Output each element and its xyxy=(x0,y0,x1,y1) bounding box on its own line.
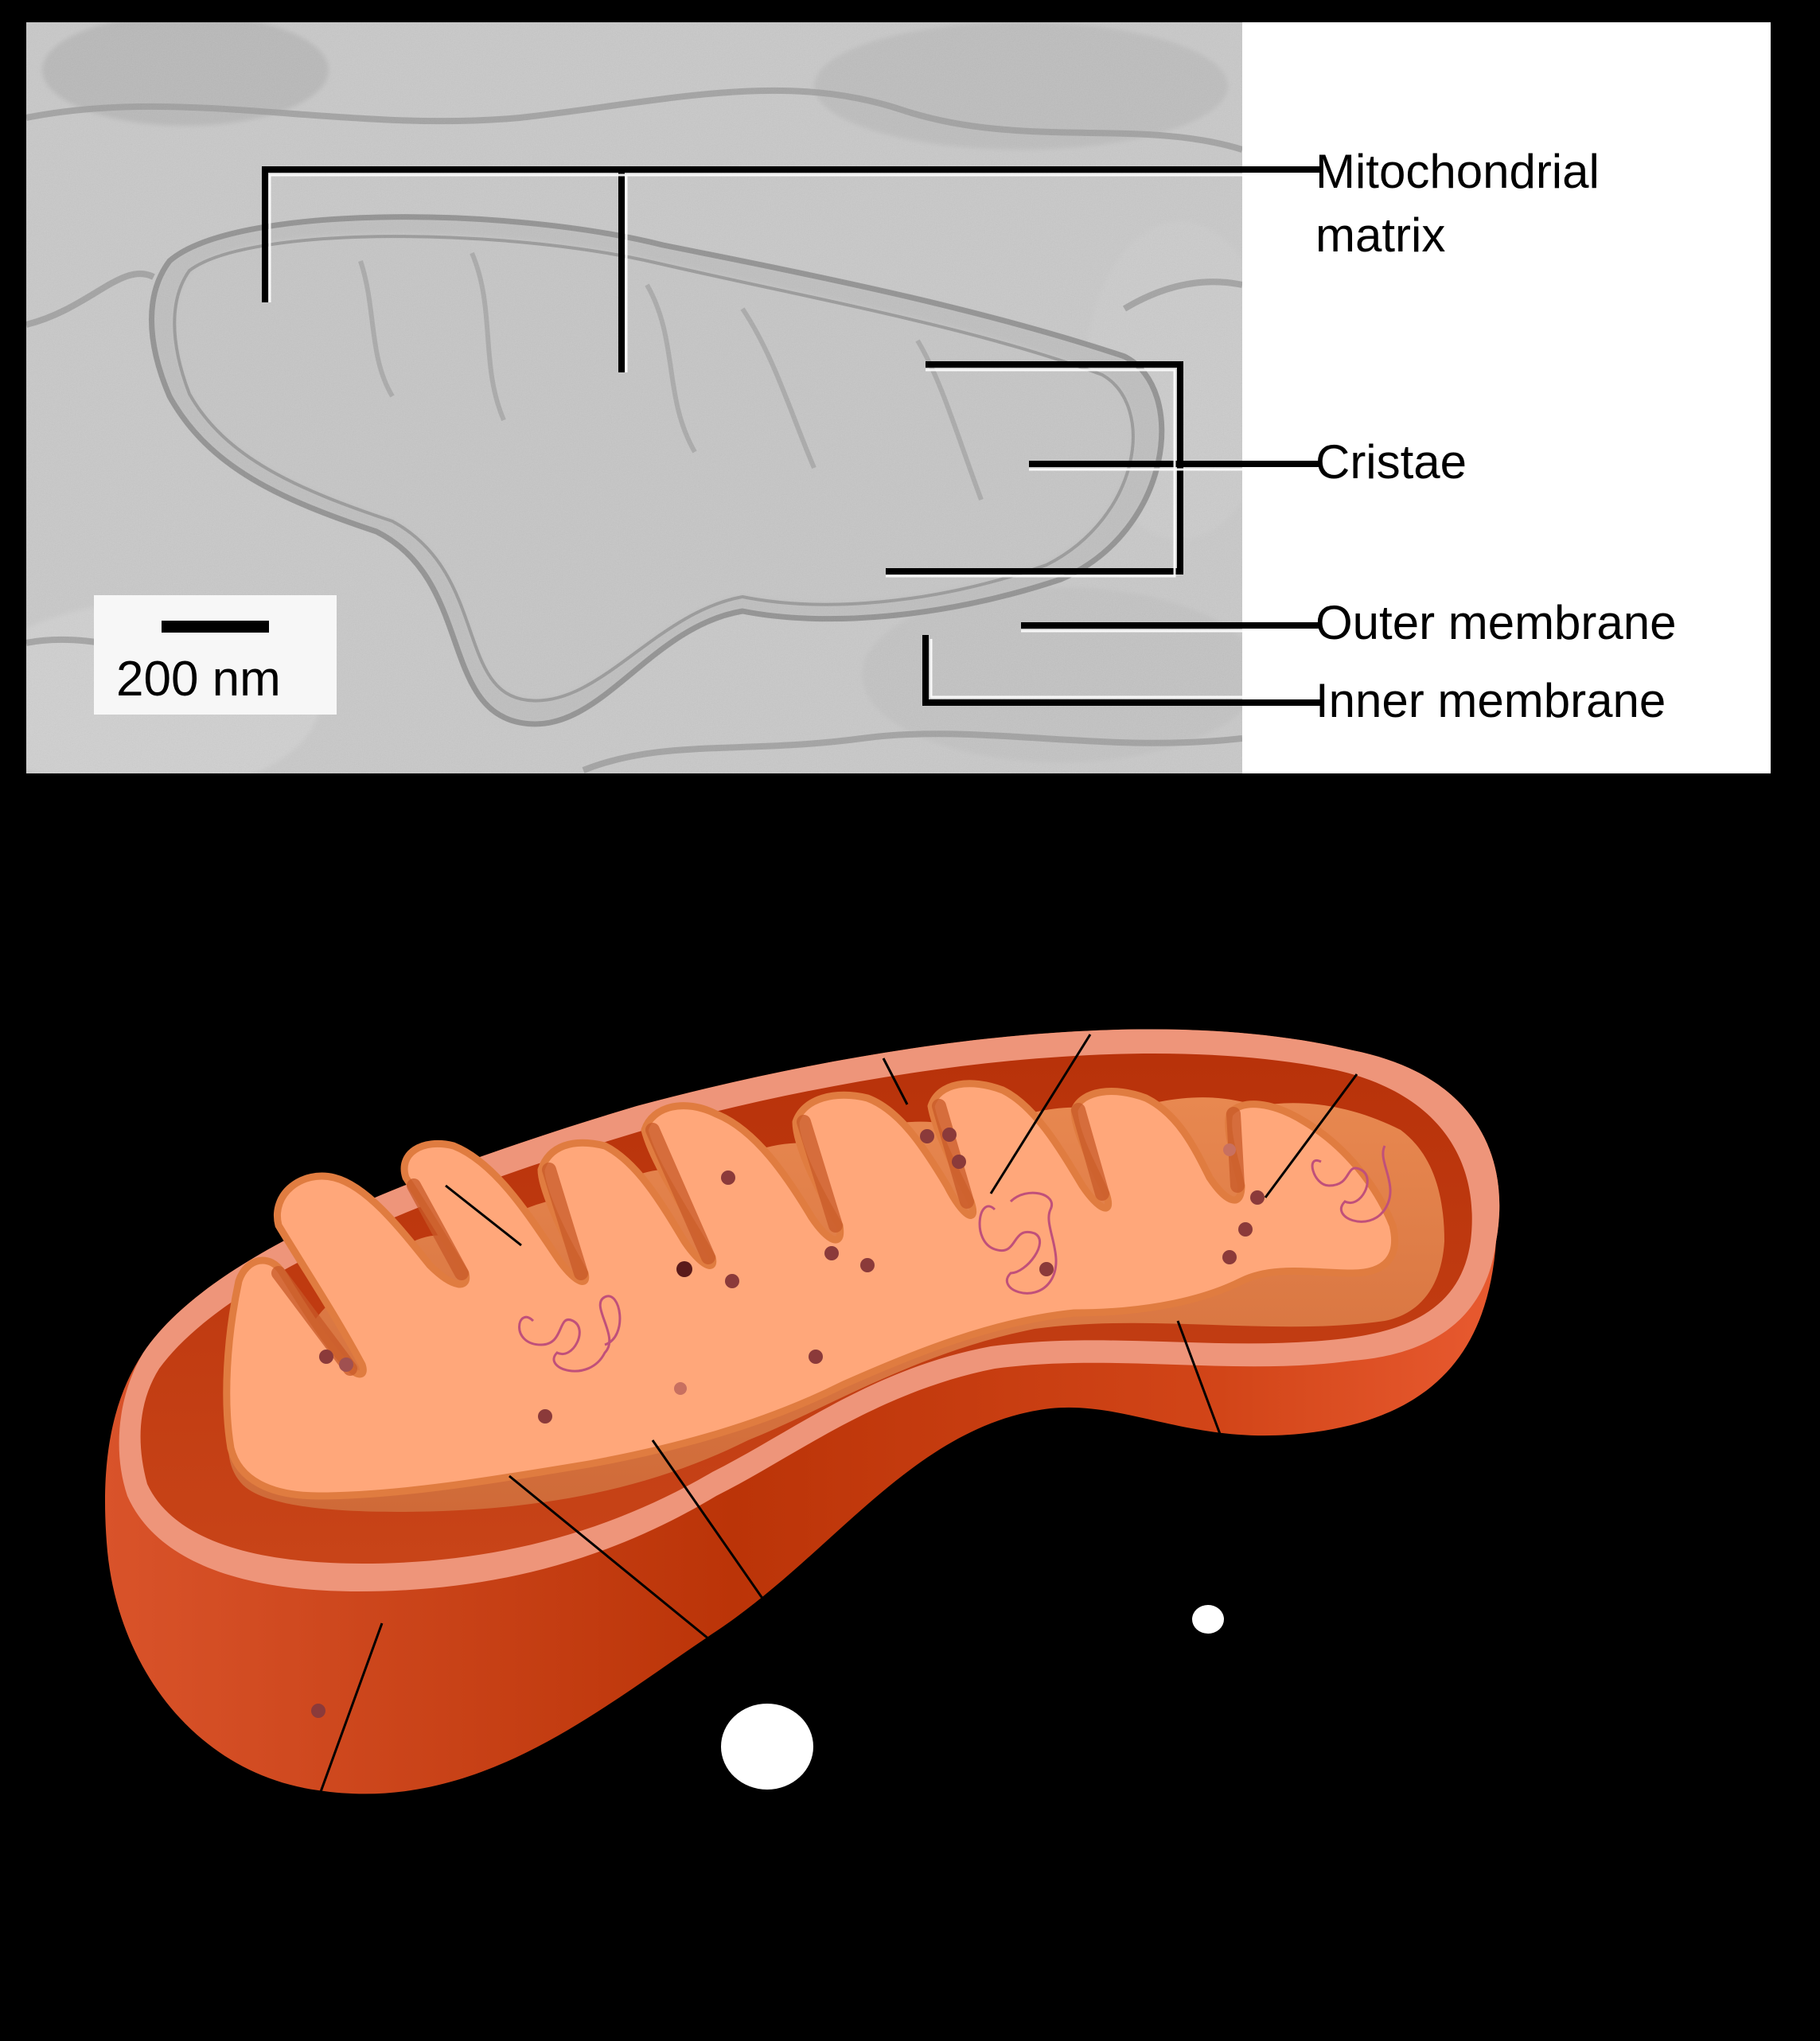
cristae-grooves xyxy=(271,1099,1245,1376)
label-inner-membrane: Inner membrane xyxy=(1315,674,1666,727)
label-leader-lines xyxy=(1242,166,1322,706)
micrograph-panel: 200 nm Mitochondrial matrix Cristae Oute… xyxy=(26,22,1771,773)
scale-bar: 200 nm xyxy=(94,595,337,715)
illustration-leader-lines xyxy=(317,1034,1358,1799)
mitochondrial-dna xyxy=(518,1145,1392,1373)
scale-bar-line xyxy=(162,621,269,633)
white-blob-small xyxy=(1192,1605,1224,1634)
leader-lines xyxy=(262,166,1242,706)
label-cristae: Cristae xyxy=(1315,435,1467,489)
mitochondrion-illustration xyxy=(0,796,1820,2037)
granules xyxy=(311,1128,1265,1718)
label-outer-membrane: Outer membrane xyxy=(1315,596,1677,649)
label-mitochondrial-matrix: Mitochondrial matrix xyxy=(1315,145,1600,262)
electron-micrograph: 200 nm xyxy=(26,22,1242,773)
scale-bar-label: 200 nm xyxy=(116,652,281,707)
micrograph-image xyxy=(26,22,1242,773)
white-blob-large xyxy=(721,1704,813,1790)
